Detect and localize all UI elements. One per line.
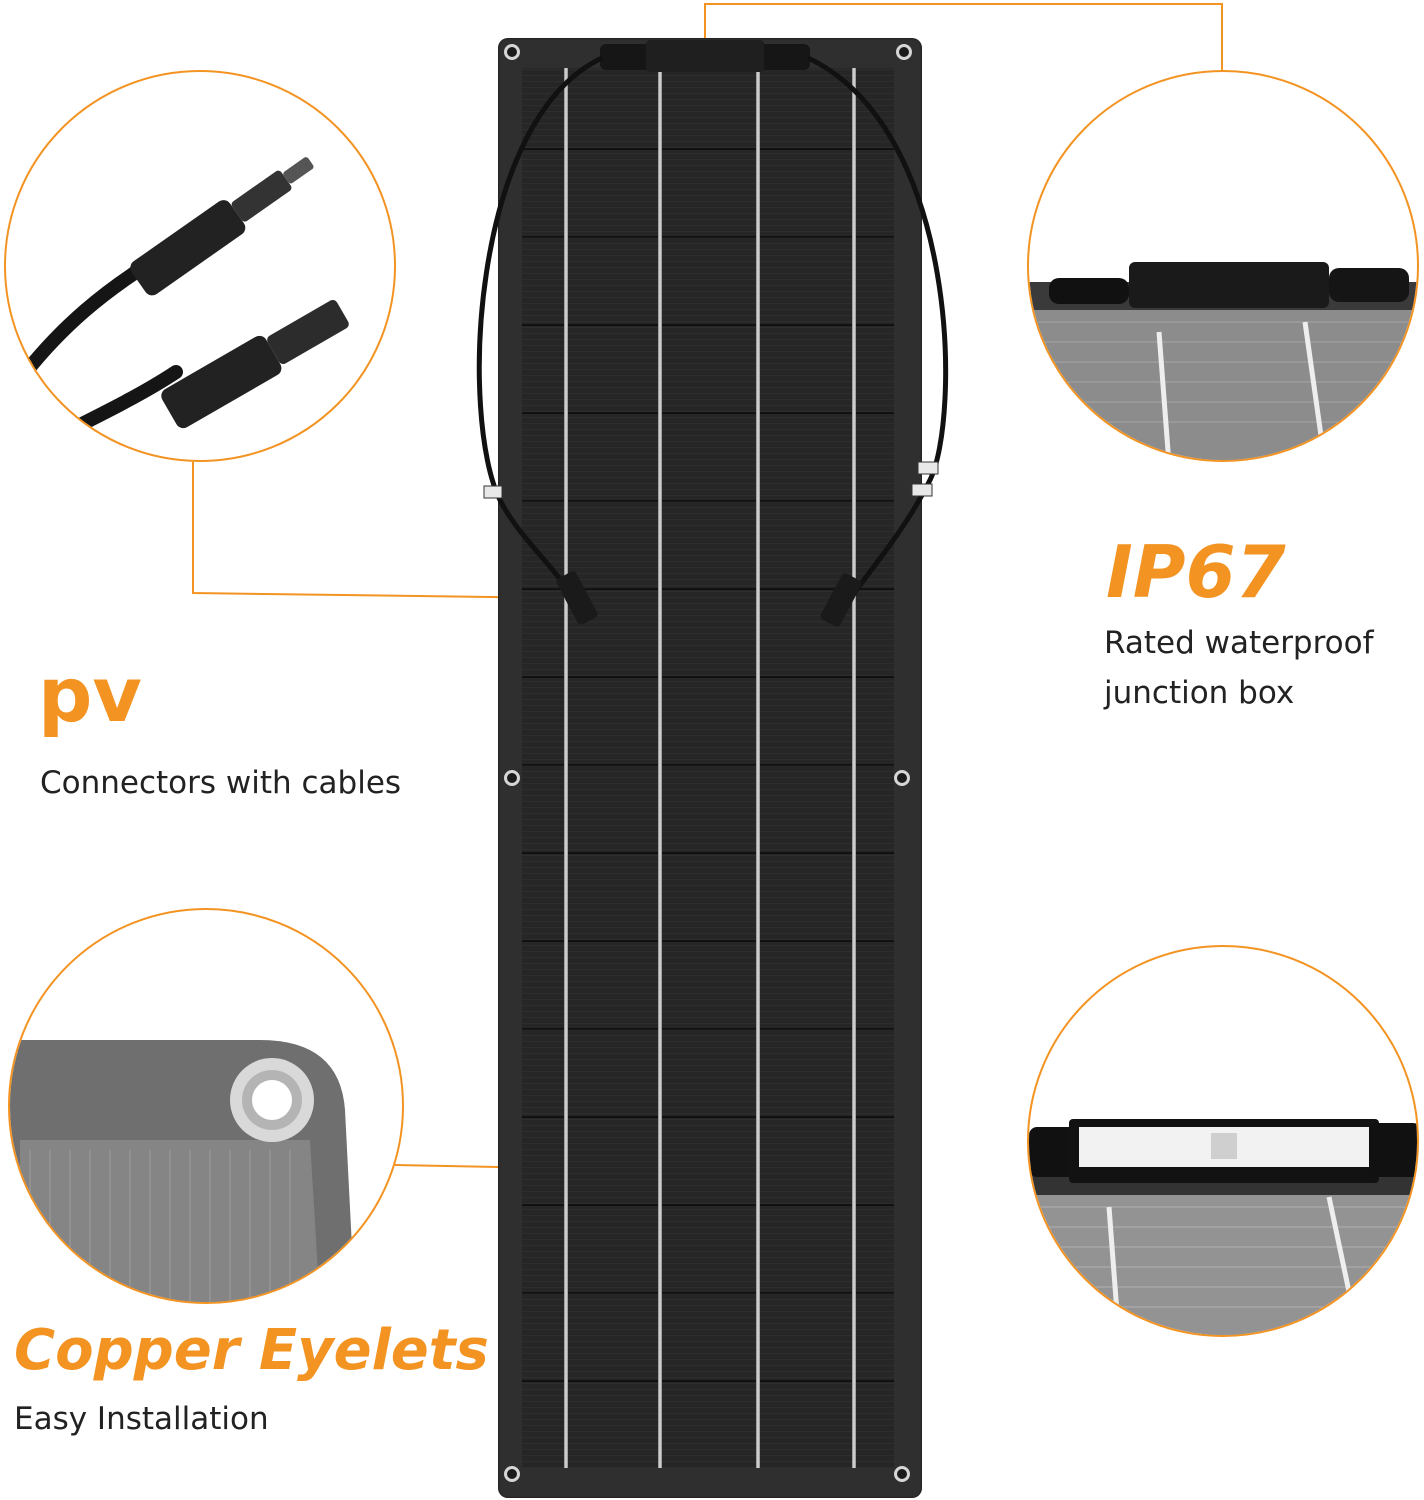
left-cable xyxy=(476,55,604,612)
ip67-callout-line xyxy=(704,3,1223,70)
cable-clip xyxy=(483,485,503,499)
busbar xyxy=(658,68,662,1468)
eyelet-detail-circle xyxy=(8,908,404,1304)
eyelet-icon xyxy=(504,770,520,786)
junction-box-body xyxy=(646,40,764,72)
mc4-connector-icon xyxy=(19,157,349,439)
cable-clip xyxy=(917,461,939,475)
eyelet-icon xyxy=(504,1466,520,1482)
eyelets-callout-line xyxy=(394,1164,499,1168)
solar-cells xyxy=(522,68,894,1468)
solar-panel xyxy=(498,38,922,1498)
open-junction-box-icon xyxy=(1029,1119,1417,1335)
busbar xyxy=(564,68,568,1468)
pv-heading: pv xyxy=(38,650,142,739)
eyelet-icon xyxy=(504,44,520,60)
eyelets-heading: Copper Eyelets xyxy=(14,1318,489,1383)
eyelet-icon xyxy=(896,44,912,60)
ip67-caption-line1: Rated waterproof xyxy=(1104,625,1374,661)
busbar xyxy=(756,68,760,1468)
copper-eyelet-icon xyxy=(10,1040,355,1302)
connectors-detail-circle xyxy=(4,70,396,462)
eyelets-caption: Easy Installation xyxy=(14,1401,269,1437)
right-cable xyxy=(806,55,949,614)
left-connector xyxy=(556,571,598,625)
ip67-heading: IP67 xyxy=(1106,530,1286,614)
pv-callout-line xyxy=(192,462,569,599)
right-connector xyxy=(820,573,862,627)
ip67-caption-line2: junction box xyxy=(1104,675,1295,711)
pv-caption: Connectors with cables xyxy=(40,765,402,801)
busbar xyxy=(852,68,856,1468)
junction-box-open-detail-circle xyxy=(1027,945,1419,1337)
junction-box-detail-circle xyxy=(1027,70,1419,462)
cable-clip xyxy=(911,483,933,497)
eyelet-icon xyxy=(894,1466,910,1482)
eyelet-icon xyxy=(894,770,910,786)
junction-box-icon xyxy=(1029,262,1417,460)
